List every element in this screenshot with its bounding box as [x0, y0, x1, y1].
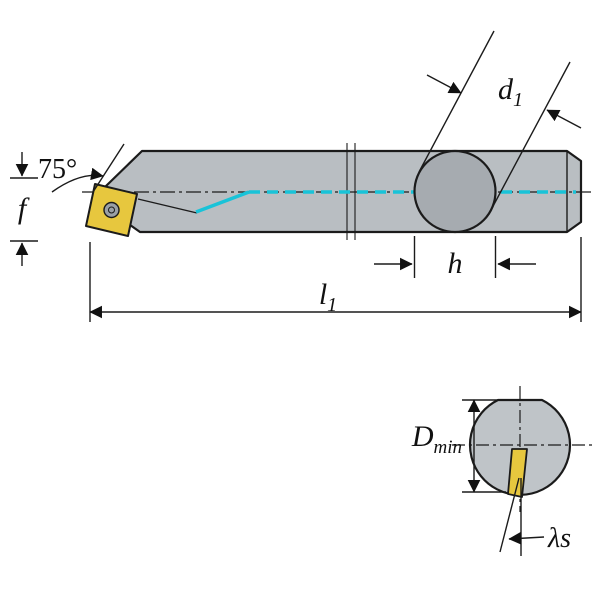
lead-angle-extension-line [92, 143, 125, 193]
d1-arrow-left [426, 74, 462, 94]
dim-l1: l1 [89, 237, 582, 322]
d1-label: d1 [498, 73, 523, 111]
lead-angle-label: 75° [38, 154, 77, 185]
d1-extension-line-right [490, 61, 571, 211]
clamp-screw-inner [108, 206, 115, 214]
dim-f: f [10, 152, 38, 266]
h-label: h [448, 247, 463, 280]
cutting-insert-end [507, 448, 528, 498]
insert-pocket-edge-line [137, 198, 198, 214]
dmin-label: Dmin [411, 420, 462, 458]
d1-extension-line-left [418, 30, 495, 173]
d1-arrow-right [546, 109, 582, 129]
lead-angle-arc [51, 167, 104, 193]
end-view: Dmin λs [411, 386, 592, 556]
dim-lambda-s: λs [499, 477, 571, 556]
f-label: f [18, 192, 30, 225]
dim-dmin: Dmin [411, 399, 506, 493]
side-view: 75° f d1 h [10, 30, 592, 322]
dim-lead-angle: 75° [38, 143, 125, 193]
dim-h: h [374, 236, 536, 280]
lambda-label: λs [547, 523, 571, 554]
lambda-leader-arrow [508, 532, 545, 545]
shank-diameter-circle [413, 149, 497, 234]
coolant-line-diagonal [195, 190, 250, 214]
l1-label: l1 [319, 278, 337, 316]
dim-d1: d1 [418, 30, 582, 211]
clamp-screw-outer [103, 201, 120, 219]
lambda-insert-axis-line [499, 477, 520, 553]
